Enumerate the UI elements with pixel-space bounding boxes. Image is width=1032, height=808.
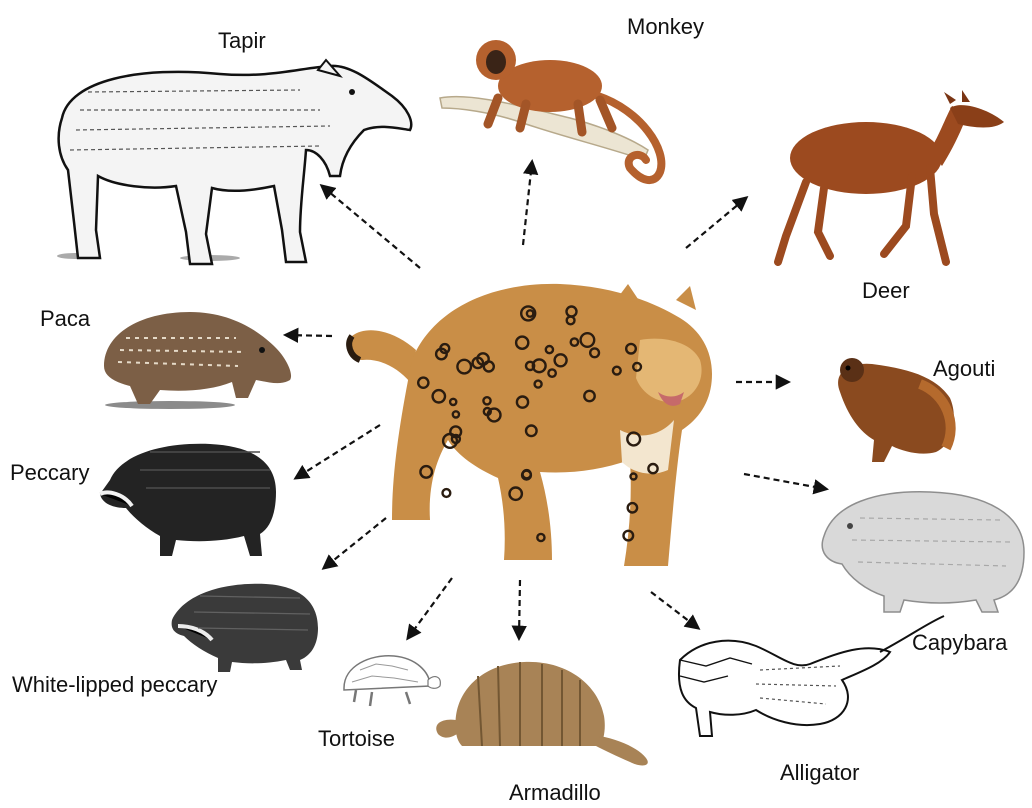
arrow-to-monkey	[523, 162, 532, 245]
label-tapir: Tapir	[218, 30, 266, 52]
label-paca: Paca	[40, 308, 90, 330]
label-peccary: Peccary	[10, 462, 89, 484]
tortoise-icon	[344, 656, 440, 706]
capybara-icon	[822, 492, 1024, 612]
label-tortoise: Tortoise	[318, 728, 395, 750]
label-capybara: Capybara	[912, 632, 1007, 654]
deer-icon	[778, 90, 1004, 262]
alligator-icon	[679, 616, 944, 736]
peccary-icon	[100, 444, 276, 556]
arrow-to-deer	[686, 198, 746, 248]
arrow-to-capybara	[744, 474, 826, 489]
arrow-to-alligator	[651, 592, 698, 628]
jaguar-rosette	[443, 489, 451, 497]
white-lipped-peccary-icon	[172, 584, 318, 672]
arrow-to-tapir	[322, 186, 420, 268]
label-armadillo: Armadillo	[509, 782, 601, 804]
armadillo-icon	[436, 662, 648, 766]
label-alligator: Alligator	[780, 762, 859, 784]
label-monkey: Monkey	[627, 16, 704, 38]
arrow-to-tortoise	[408, 578, 452, 638]
paca-icon	[104, 312, 291, 409]
monkey-icon	[440, 40, 661, 180]
tapir-icon	[57, 60, 411, 264]
arrow-to-paca	[286, 335, 332, 336]
arrow-to-peccary	[296, 425, 380, 478]
arrow-to-armadillo	[519, 580, 520, 638]
arrow-to-white-lipped-peccary	[324, 518, 386, 568]
label-deer: Deer	[862, 280, 910, 302]
label-white-lipped-peccary: White-lipped peccary	[12, 674, 217, 696]
label-agouti: Agouti	[933, 358, 995, 380]
